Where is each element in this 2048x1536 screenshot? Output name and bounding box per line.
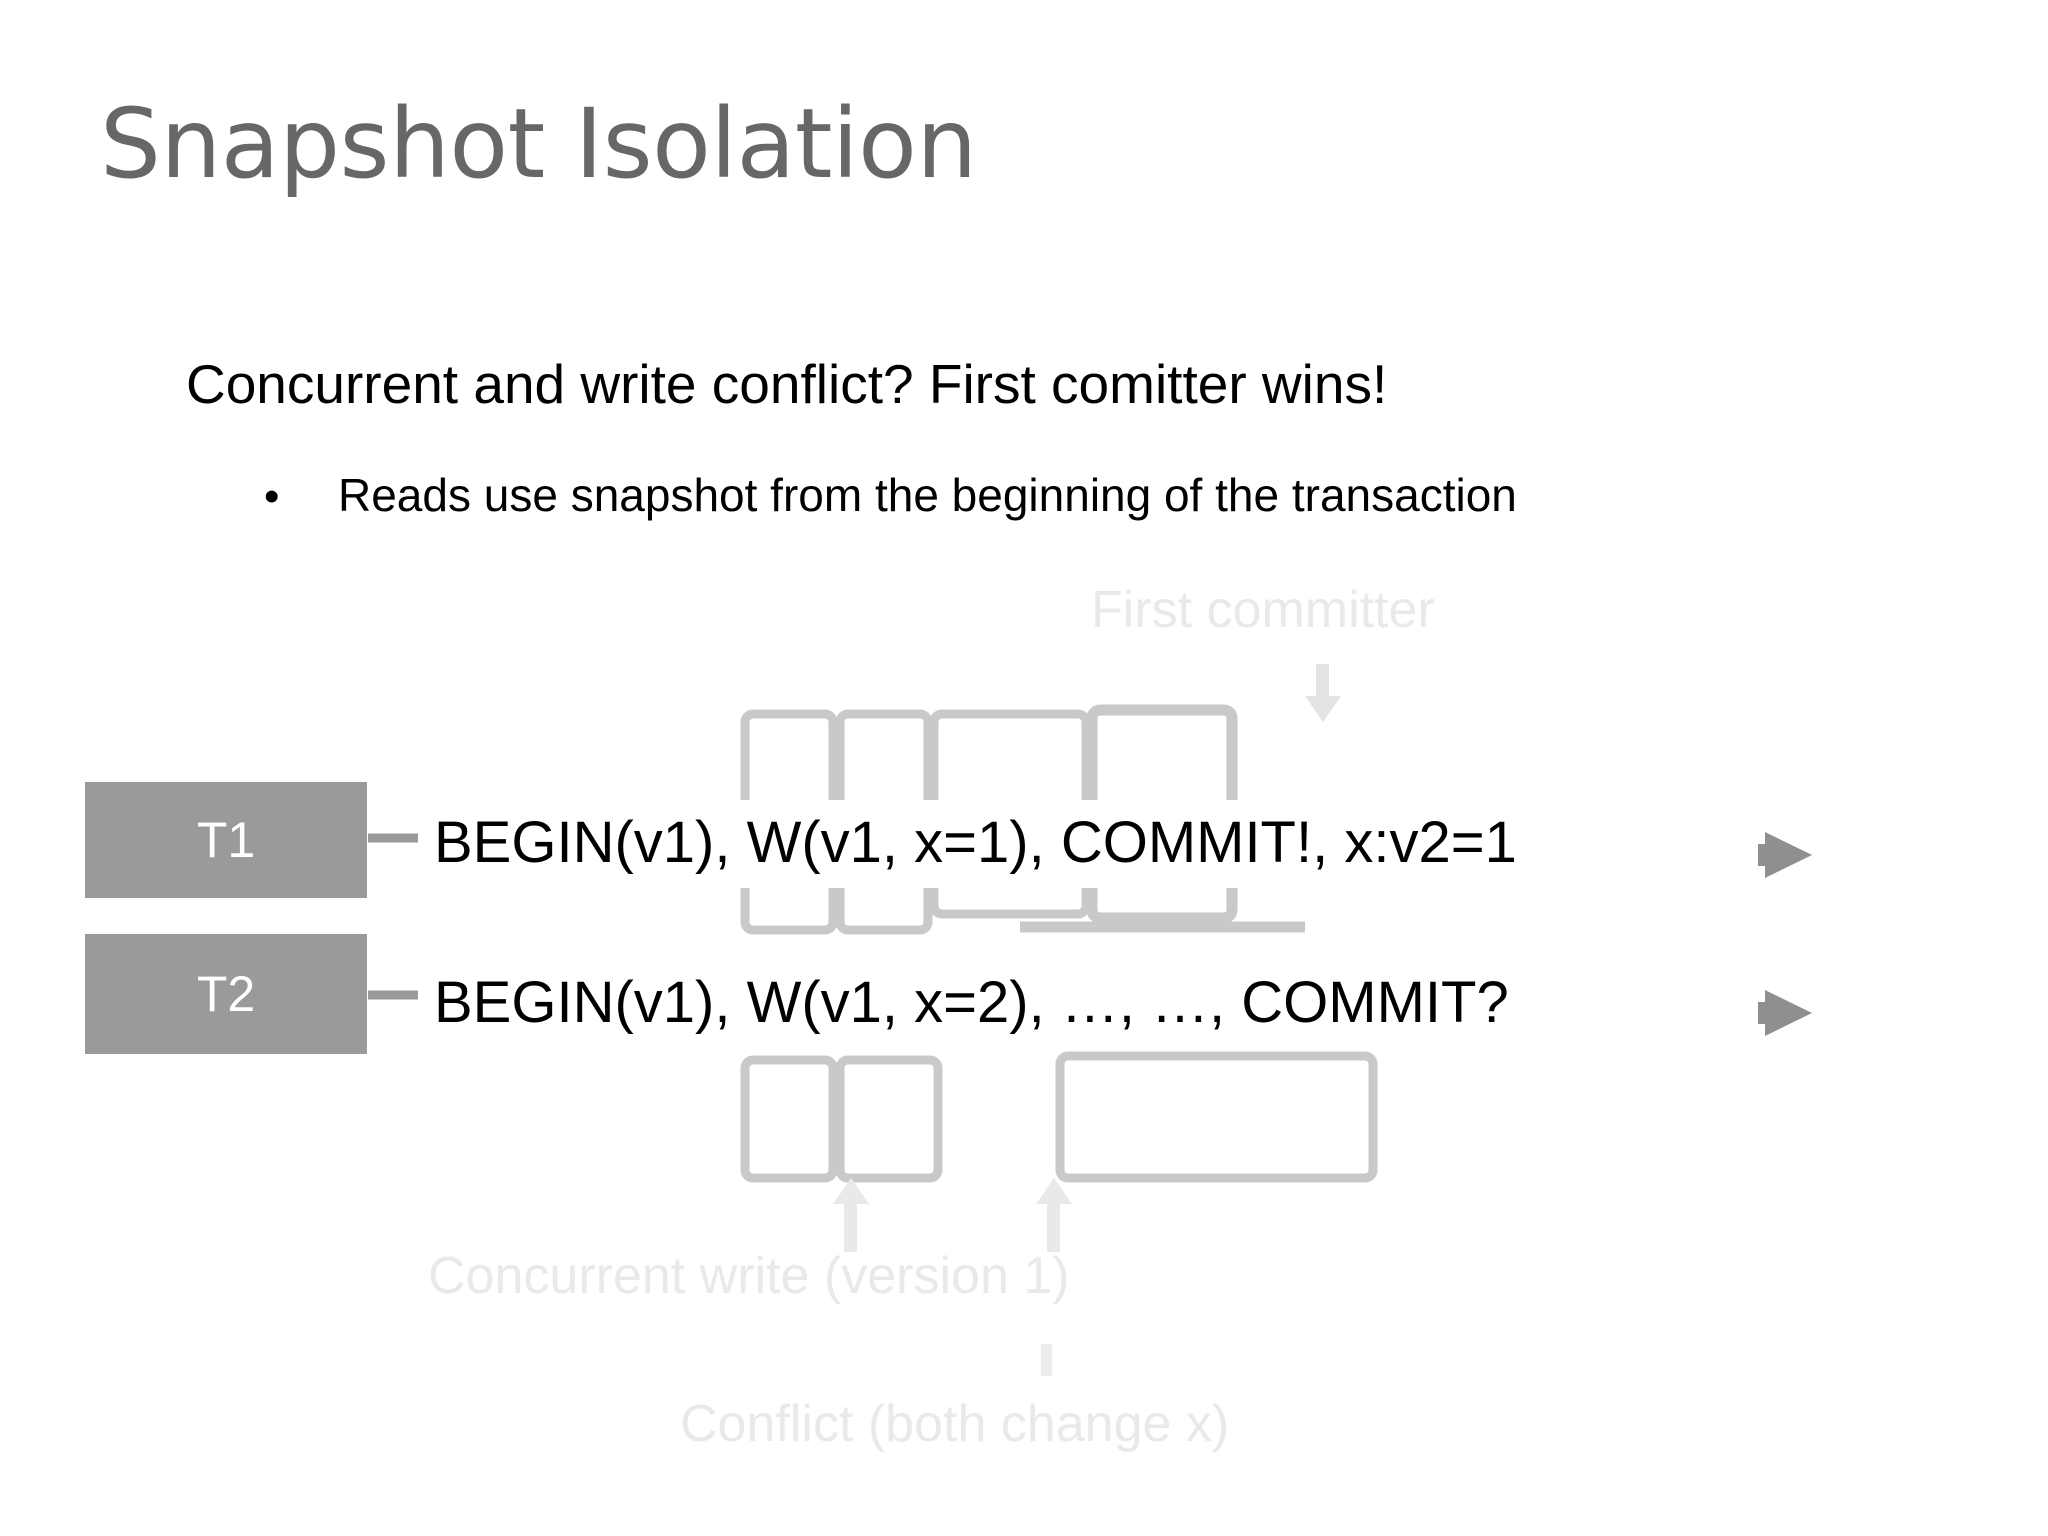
annotation-first-committer: First committer	[1091, 581, 1435, 639]
conflict-tick-icon	[1041, 1344, 1052, 1376]
annotation-concurrent-write: Concurrent write (version 1)	[428, 1247, 1070, 1305]
token-box-t2-begin	[740, 1055, 838, 1183]
transaction-sequence-t1: BEGIN(v1), W(v1, x=1), COMMIT!, x:v2=1	[430, 800, 1521, 888]
bullet-level-2-label: Reads use snapshot from the beginning of…	[338, 469, 1517, 521]
t2-timeline-arrow	[1758, 990, 1812, 1036]
bullet-level-1: Concurrent and write conflict? First com…	[186, 353, 1388, 415]
page-title: Snapshot Isolation	[100, 88, 977, 200]
t2-token-boxes	[740, 1051, 1378, 1183]
token-box-t2-commit	[1055, 1051, 1378, 1183]
concurrent-write-arrow-left-icon	[833, 1178, 869, 1252]
transaction-sequence-t2: BEGIN(v1), W(v1, x=2), …, …, COMMIT?	[430, 960, 1513, 1048]
t1-timeline-arrow	[1758, 832, 1812, 878]
first-committer-arrow-icon	[1305, 664, 1341, 722]
transaction-badge-t1: T1	[85, 782, 367, 898]
concurrent-write-arrow-right-icon	[1036, 1178, 1072, 1252]
annotation-conflict: Conflict (both change x)	[680, 1395, 1230, 1453]
bullet-level-2: • Reads use snapshot from the beginning …	[264, 470, 1517, 521]
transaction-badge-t2: T2	[85, 934, 367, 1054]
token-box-t2-write	[835, 1055, 943, 1183]
bullet-dot-icon: •	[264, 472, 280, 521]
